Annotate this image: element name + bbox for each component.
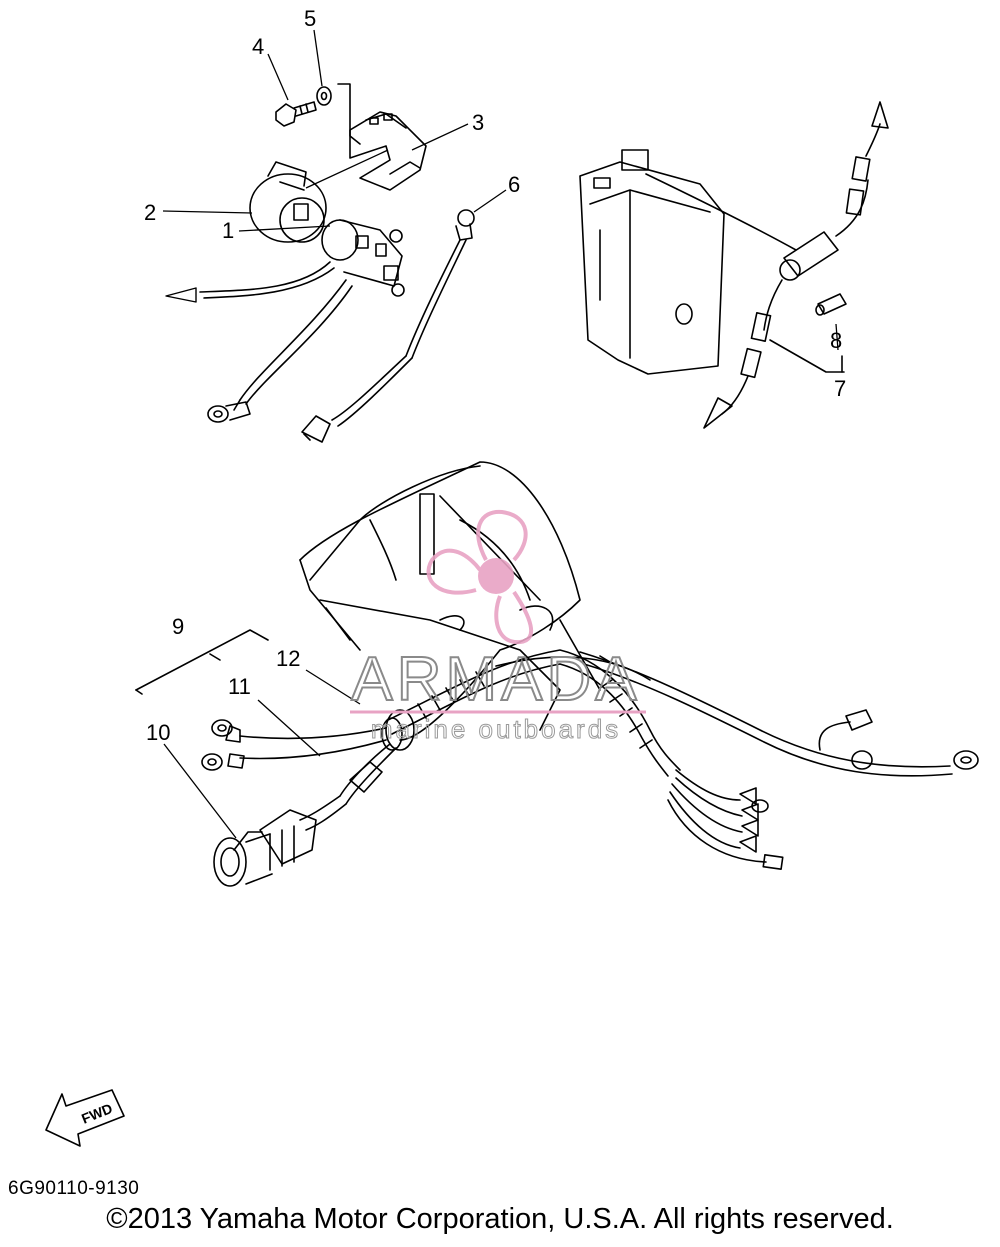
relay-cover — [249, 161, 327, 243]
leader-11 — [257, 699, 321, 757]
watermark-brand: ARMADA — [351, 645, 640, 714]
wire-harness — [381, 649, 979, 870]
leader-5 — [313, 29, 323, 87]
callout-7: 7 — [834, 376, 846, 401]
battery-leads — [201, 719, 387, 771]
propeller-logo — [426, 509, 533, 645]
callout-1: 1 — [222, 218, 234, 243]
forward-arrow — [45, 1089, 125, 1147]
starter-relay — [321, 219, 405, 297]
relay-bracket — [349, 111, 427, 191]
leader-10 — [163, 743, 237, 839]
electrical-box — [579, 149, 725, 375]
fuse — [815, 293, 847, 316]
washer-part — [316, 86, 332, 106]
callout-11: 11 — [228, 674, 251, 699]
leader-3b — [305, 149, 389, 189]
armada-watermark: ARMADA marine outboards — [350, 509, 646, 745]
fuse-holder — [645, 101, 889, 429]
connector-socket — [213, 743, 397, 887]
forward-label: FWD — [79, 1100, 115, 1127]
watermark-tagline: marine outboards — [371, 714, 621, 744]
callout-10: 10 — [146, 720, 170, 745]
leader-12 — [305, 669, 361, 705]
bottom-cowling — [299, 461, 601, 741]
callout-4: 4 — [252, 34, 264, 59]
callout-5: 5 — [304, 6, 316, 31]
callout-9: 9 — [172, 614, 184, 639]
leader-6 — [473, 189, 507, 213]
leader-8 — [835, 323, 839, 351]
lead-wire — [301, 209, 475, 443]
leader-1 — [238, 225, 331, 232]
bolt-part — [275, 101, 317, 127]
leader-4 — [267, 53, 289, 101]
callout-8: 8 — [830, 328, 842, 353]
copyright-notice: ©2013 Yamaha Motor Corporation, U.S.A. A… — [106, 1203, 894, 1235]
diagram-part-code: 6G90110-9130 — [8, 1178, 140, 1199]
leader-3 — [411, 123, 469, 151]
callout-12: 12 — [276, 646, 300, 671]
leader-2 — [162, 210, 253, 214]
callout-3: 3 — [472, 110, 484, 135]
callout-6: 6 — [508, 172, 520, 197]
callout-2: 2 — [144, 200, 156, 225]
